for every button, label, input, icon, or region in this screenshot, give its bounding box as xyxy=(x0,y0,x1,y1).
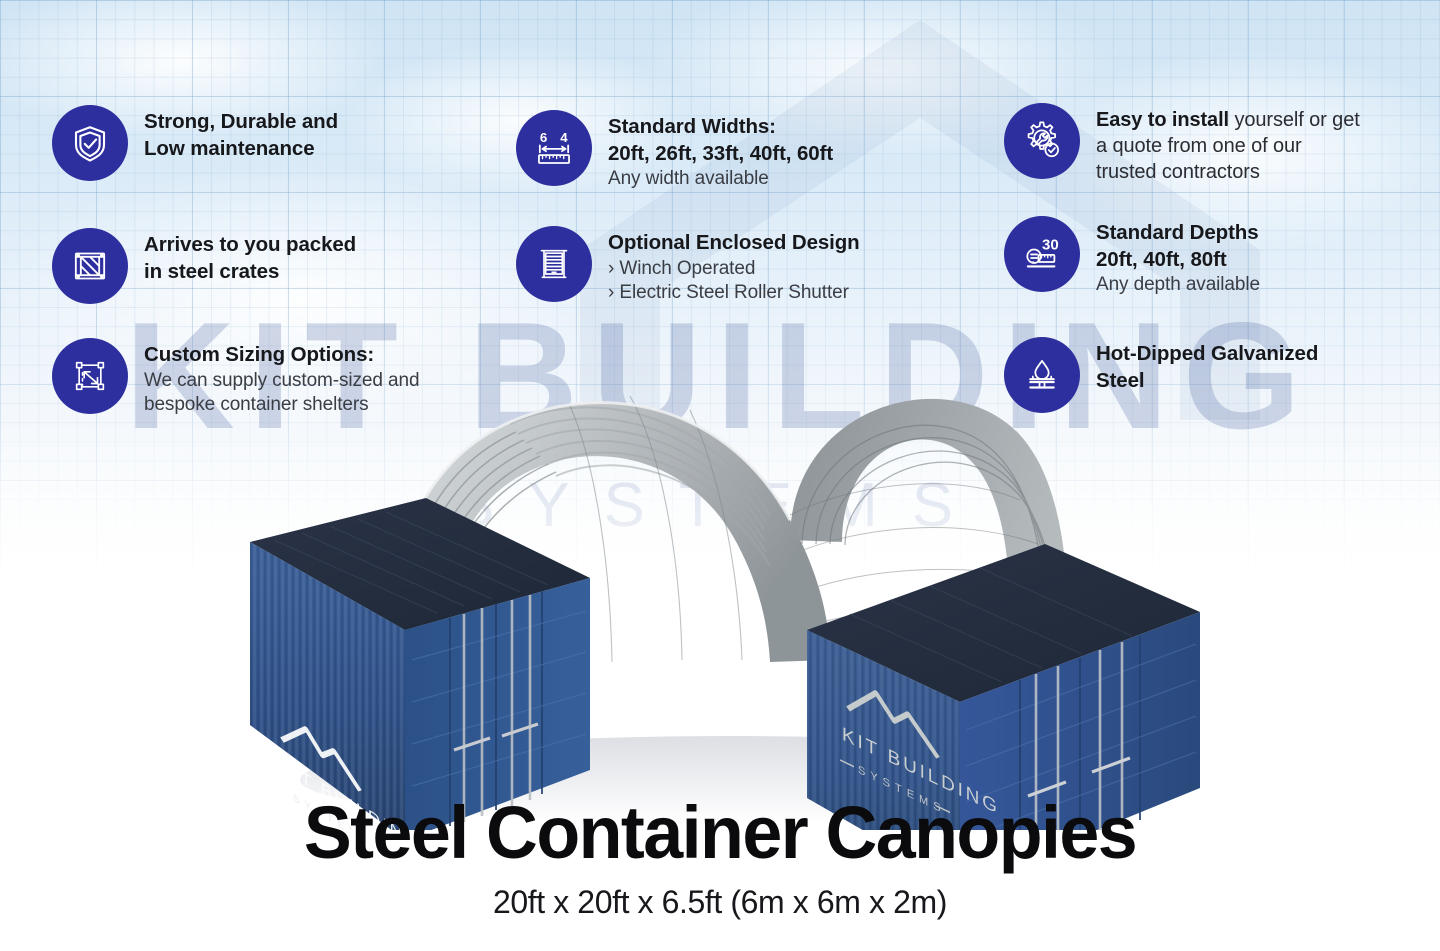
feature-standard-depths: 30 Standard Depths 20ft, 40ft, 80ft Any … xyxy=(1004,216,1260,298)
feature-depths-note: Any depth available xyxy=(1096,274,1260,296)
tape-measure-icon: 30 xyxy=(1004,216,1080,292)
feature-strong-line2: Low maintenance xyxy=(144,136,315,160)
depths-icon-label: 30 xyxy=(1042,237,1059,254)
feature-strong-text: Strong, Durable and Low maintenance xyxy=(144,105,338,162)
feature-widths-heading: Standard Widths: xyxy=(608,115,776,138)
feature-galvanized-text: Hot-Dipped Galvanized Steel xyxy=(1096,337,1318,394)
feature-enclosed-design: Optional Enclosed Design › Winch Operate… xyxy=(516,226,860,306)
widths-icon-label-left: 6 xyxy=(540,130,547,145)
page-title: Steel Container Canopies xyxy=(303,791,1138,874)
feature-depths-values: 20ft, 40ft, 80ft xyxy=(1096,247,1227,271)
feature-install-line2: a quote from one of our xyxy=(1096,135,1302,157)
feature-install-text: Easy to install yourself or get a quote … xyxy=(1096,103,1360,185)
feature-widths-values: 20ft, 26ft, 33ft, 40ft, 60ft xyxy=(608,141,834,165)
feature-custom-line1: We can supply custom-sized and xyxy=(144,369,420,391)
resize-arrows-icon xyxy=(52,338,128,414)
page-subtitle: 20ft x 20ft x 6.5ft (6m x 6m x 2m) xyxy=(492,884,948,921)
feature-install-line1: Easy to install yourself or get xyxy=(1096,107,1360,133)
title-block: Steel Container Canopies 20ft x 20ft x 6… xyxy=(0,795,1440,921)
feature-install-bold: Easy to install xyxy=(1096,109,1229,131)
feature-crates-text: Arrives to you packed in steel crates xyxy=(144,228,356,285)
feature-easy-install: Easy to install yourself or get a quote … xyxy=(1004,103,1360,185)
feature-hot-dipped-galvanized: Hot-Dipped Galvanized Steel xyxy=(1004,337,1318,413)
feature-strong-line1: Strong, Durable and xyxy=(144,110,339,133)
feature-custom-line2: bespoke container shelters xyxy=(144,394,369,416)
feature-steel-crates: Arrives to you packed in steel crates xyxy=(52,228,356,304)
feature-enclosed-text: Optional Enclosed Design › Winch Operate… xyxy=(608,226,860,306)
feature-enclosed-heading: Optional Enclosed Design xyxy=(608,231,860,254)
shield-check-icon xyxy=(52,105,128,181)
feature-galvanized-line2: Steel xyxy=(1096,368,1145,392)
container-canopy-illustration: KIT BUILDING SYSTEMS xyxy=(250,395,1200,830)
steel-crate-icon xyxy=(52,228,128,304)
feature-strong-durable: Strong, Durable and Low maintenance xyxy=(52,105,338,181)
feature-depths-heading: Standard Depths xyxy=(1096,221,1259,244)
feature-depths-text: Standard Depths 20ft, 40ft, 80ft Any dep… xyxy=(1096,216,1260,298)
feature-widths-text: Standard Widths: 20ft, 26ft, 33ft, 40ft,… xyxy=(608,110,833,192)
feature-custom-text: Custom Sizing Options: We can supply cus… xyxy=(144,338,420,418)
feature-crates-line1: Arrives to you packed xyxy=(144,233,357,256)
feature-standard-widths: 6 4 Standard Widths: 20ft, 26ft, 33ft, 4… xyxy=(516,110,833,192)
feature-install-line3: trusted contractors xyxy=(1096,161,1260,183)
feature-enclosed-bullet2: › Electric Steel Roller Shutter xyxy=(608,282,849,304)
feature-install-rest: yourself or get xyxy=(1229,109,1360,131)
roller-shutter-icon xyxy=(516,226,592,302)
gear-wrench-check-icon xyxy=(1004,103,1080,179)
widths-icon-label-right: 4 xyxy=(560,130,568,145)
feature-custom-heading: Custom Sizing Options: xyxy=(144,343,375,366)
feature-custom-sizing: Custom Sizing Options: We can supply cus… xyxy=(52,338,420,418)
ruler-width-icon: 6 4 xyxy=(516,110,592,186)
feature-crates-line2: in steel crates xyxy=(144,259,280,283)
galvanized-beam-droplet-icon xyxy=(1004,337,1080,413)
feature-widths-note: Any width available xyxy=(608,168,769,190)
feature-enclosed-bullet1: › Winch Operated xyxy=(608,257,756,279)
feature-galvanized-line1: Hot-Dipped Galvanized xyxy=(1096,342,1319,365)
